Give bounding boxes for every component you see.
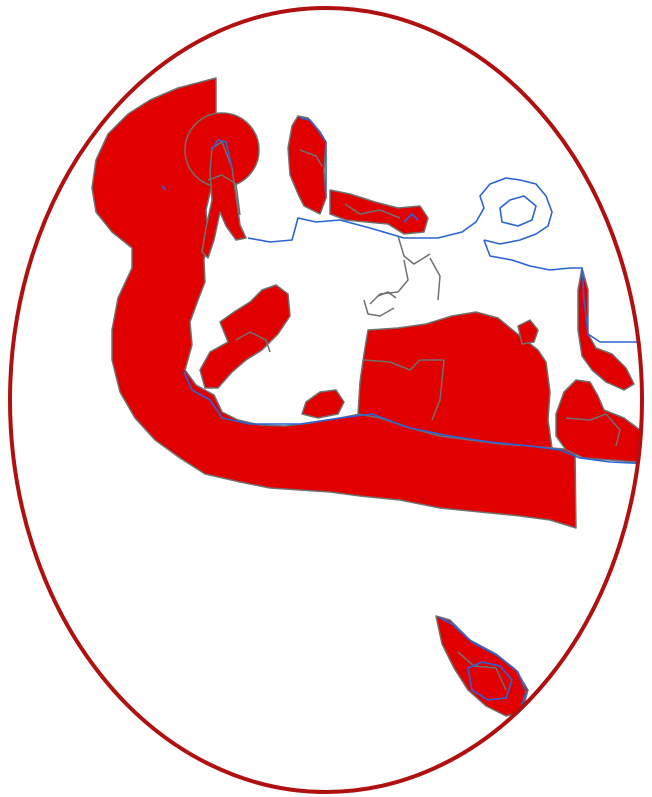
coastline <box>161 117 642 711</box>
map-content <box>91 77 642 717</box>
region-northeast-arm <box>329 189 429 235</box>
region-east-south <box>555 379 642 463</box>
region-small-blob <box>517 319 539 345</box>
region-borders <box>207 149 621 691</box>
region-central-south <box>357 311 553 449</box>
region-east-north <box>577 267 635 391</box>
region-small-island <box>301 389 345 419</box>
oval-frame <box>8 6 644 794</box>
region-northern-arm <box>287 115 327 215</box>
region-western-arc <box>91 77 577 529</box>
region-middle-lobe <box>199 284 291 389</box>
